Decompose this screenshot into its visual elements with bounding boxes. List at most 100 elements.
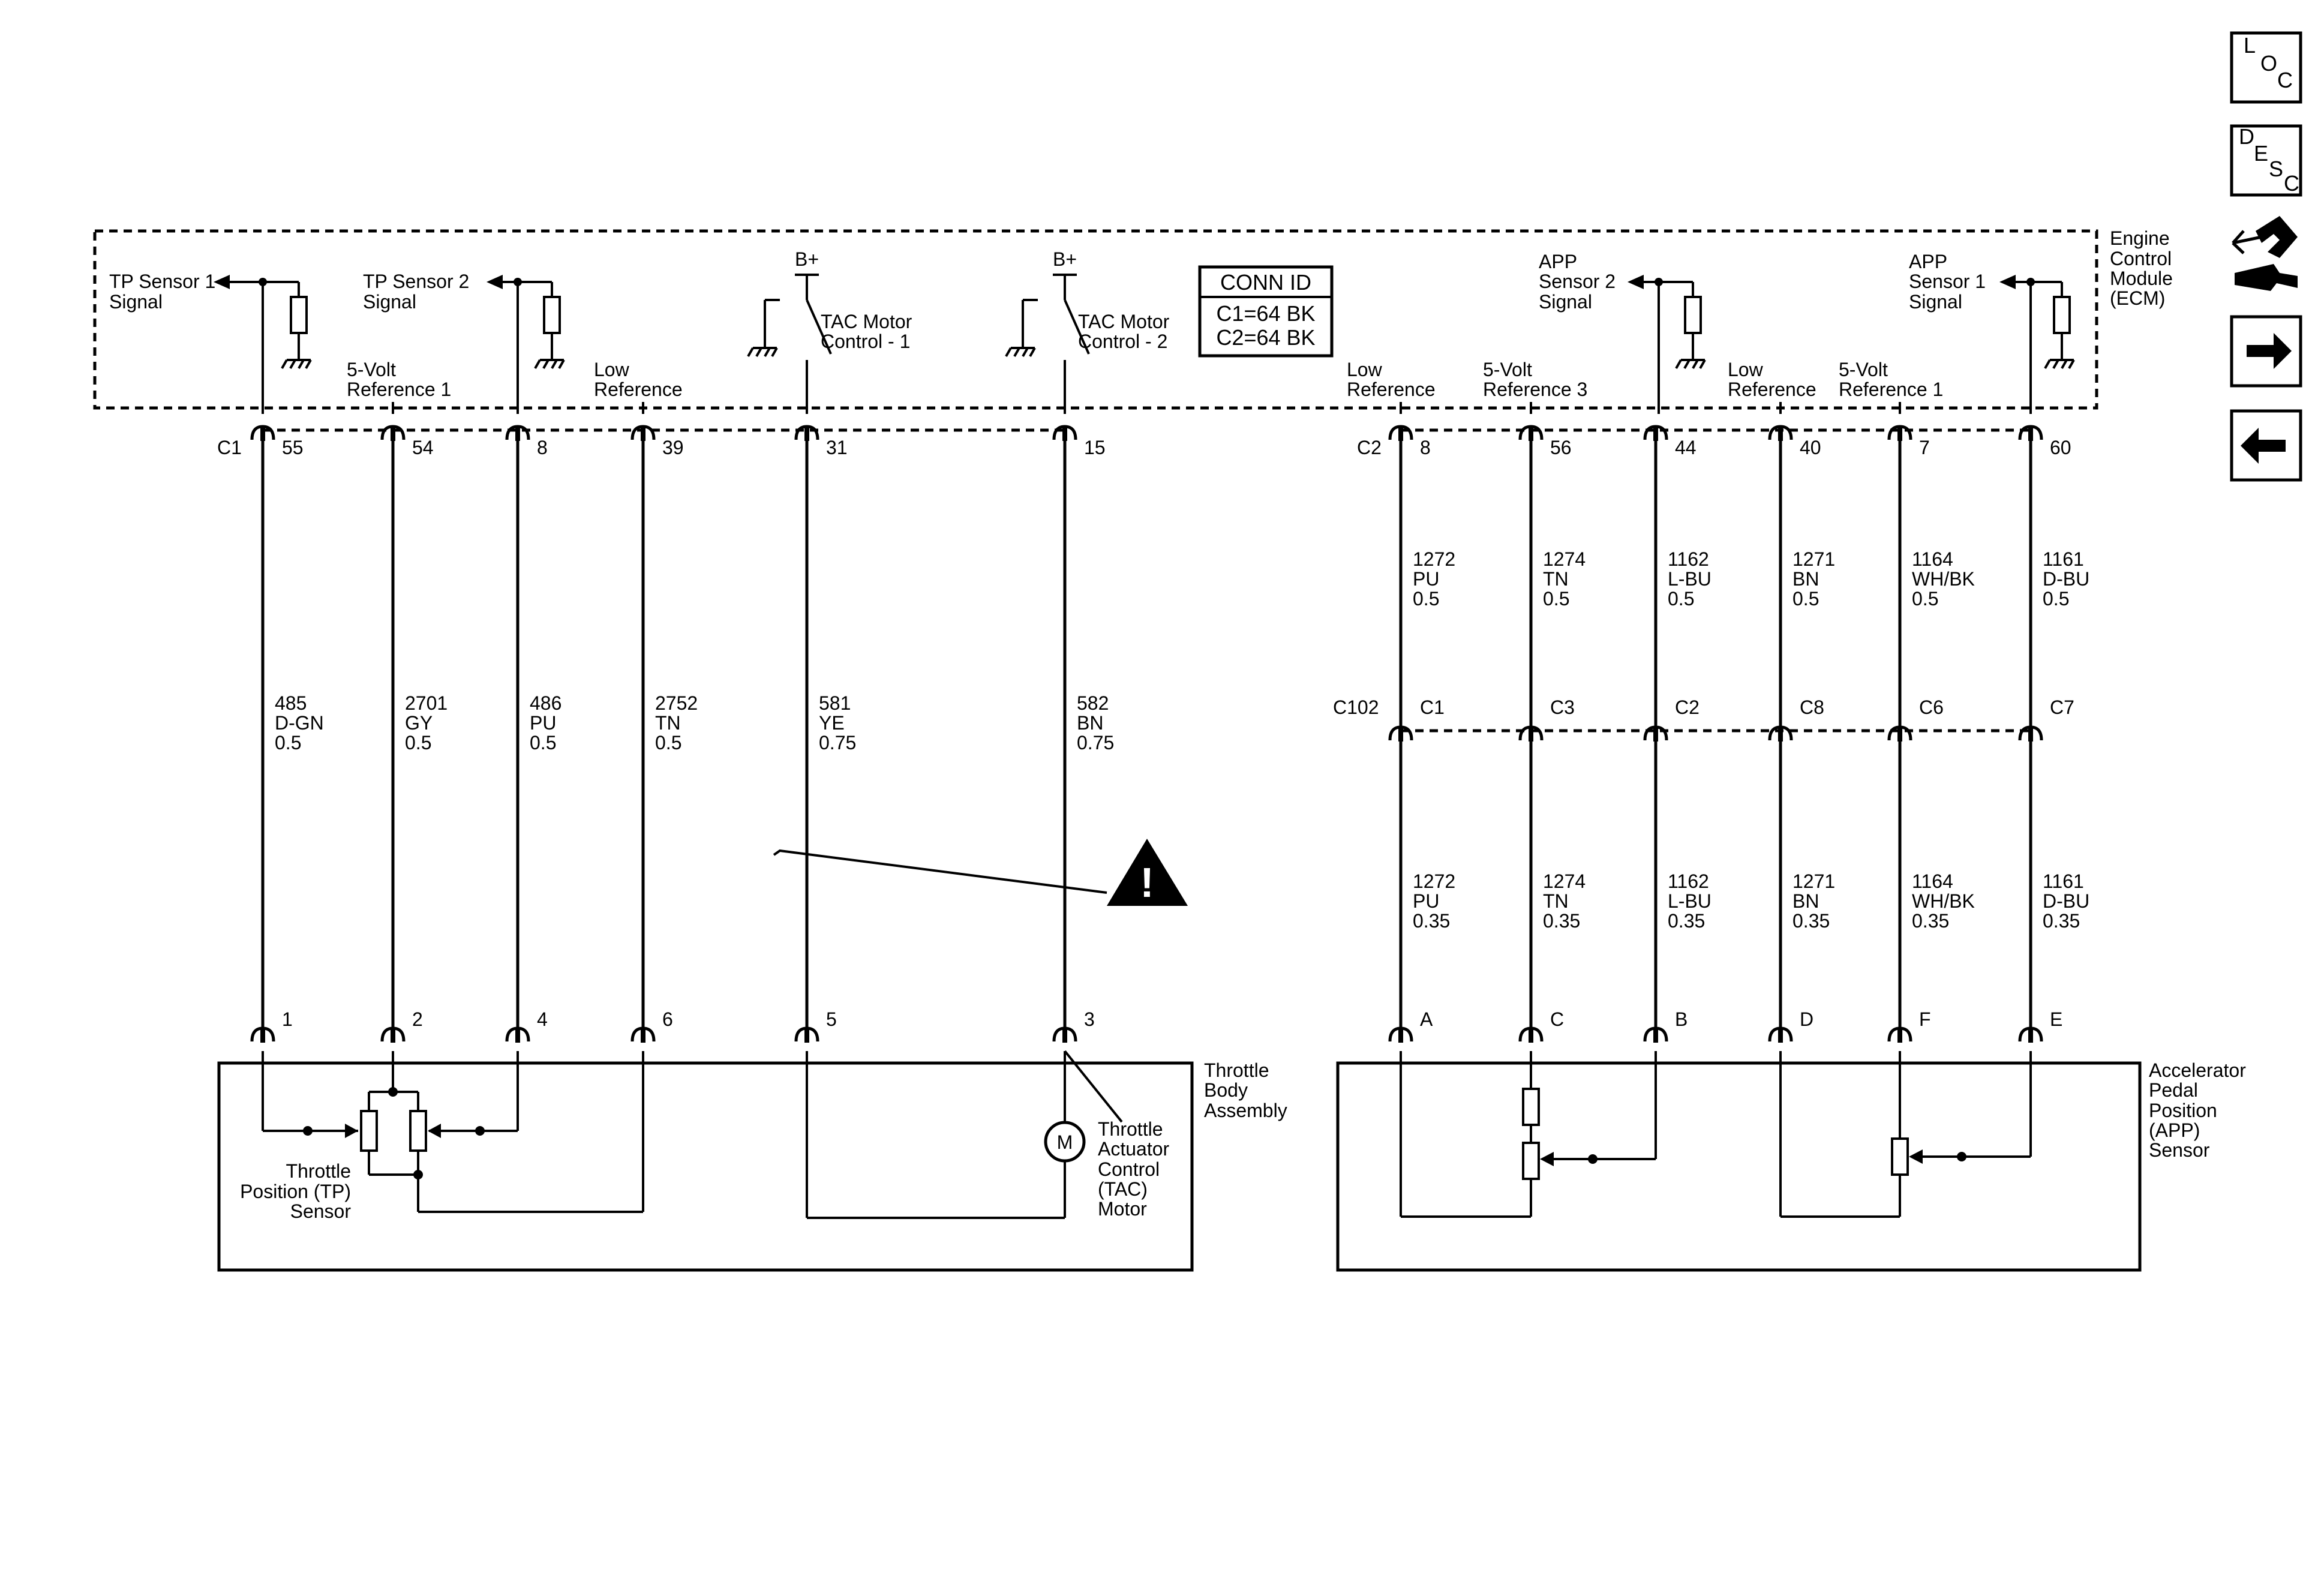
wire-lower-label-line: 1271 bbox=[1792, 870, 1835, 892]
nav-desc-button[interactable]: D E S C bbox=[2230, 124, 2302, 197]
c102-pin-C6-stub bbox=[1897, 727, 1902, 742]
svg-text:Actuator: Actuator bbox=[1098, 1138, 1170, 1160]
warning-callout[interactable]: ! bbox=[773, 839, 1188, 906]
tp-sensor-1-label: TP Sensor 1 Signal bbox=[109, 271, 215, 313]
wire-upper-label-line: 0.5 bbox=[1413, 588, 1439, 610]
ecm-c2-pin-7-stub bbox=[1897, 427, 1902, 441]
ecm-boundary bbox=[93, 229, 2098, 410]
low-ref-left-label: Low Reference bbox=[594, 359, 683, 400]
wire-label-line: 0.5 bbox=[275, 732, 301, 754]
svg-text:Throttle: Throttle bbox=[1098, 1118, 1163, 1140]
app-sensor-pin-B-stub bbox=[1653, 1028, 1658, 1043]
tp-sensor-1-signal-internal bbox=[214, 275, 312, 414]
b-plus-label-1: B+ bbox=[795, 248, 819, 270]
wire-upper-label-line: PU bbox=[1413, 568, 1439, 590]
svg-text:Control: Control bbox=[2110, 248, 2172, 269]
tac-motor-control-1-switch: B+ bbox=[747, 248, 832, 414]
wire-upper-label-line: 0.5 bbox=[1668, 588, 1694, 610]
ecm-c2-pin-number: 60 bbox=[2050, 437, 2071, 458]
c1-connector-label: C1 bbox=[217, 437, 242, 458]
wire-lower-label-line: TN bbox=[1543, 890, 1569, 912]
svg-text:Signal: Signal bbox=[363, 291, 416, 313]
wire-lower-label-line: WH/BK bbox=[1912, 890, 1975, 912]
wire-upper-label-line: 1161 bbox=[2043, 548, 2084, 570]
c102-pin-number: C6 bbox=[1919, 697, 1944, 718]
wire-label-line: 2752 bbox=[655, 692, 698, 714]
wire-upper-label-line: 0.5 bbox=[1543, 588, 1569, 610]
connector-tool-icon[interactable] bbox=[2232, 216, 2298, 291]
app-sensor-pin-D-stub bbox=[1778, 1028, 1783, 1043]
ecm-c2-pin-number: 40 bbox=[1800, 437, 1821, 458]
c2-connector-label: C2 bbox=[1357, 437, 1382, 458]
svg-text:Signal: Signal bbox=[1909, 291, 1962, 313]
wire-lower-label-line: L-BU bbox=[1668, 890, 1712, 912]
ecm-c1-pin-39-stub bbox=[641, 427, 645, 441]
wire-upper-label-line: WH/BK bbox=[1912, 568, 1975, 590]
nav-desc-letter-4: C bbox=[2284, 171, 2299, 196]
tac-motor-label: Throttle Actuator Control (TAC) Motor bbox=[1098, 1118, 1170, 1220]
svg-text:Assembly: Assembly bbox=[1204, 1100, 1287, 1121]
svg-text:Sensor 2: Sensor 2 bbox=[1539, 271, 1616, 292]
ecm-c2-pin-60-stub bbox=[2028, 427, 2033, 441]
wire-lower-label-line: 0.35 bbox=[2043, 910, 2080, 932]
app-sensor-pin-C-stub bbox=[1529, 1028, 1533, 1043]
app-sensor-pin-A-stub bbox=[1398, 1028, 1403, 1043]
tac-motor-control-2-label: TAC Motor Control - 2 bbox=[1078, 311, 1170, 352]
wire-lower-label-line: 1161 bbox=[2043, 870, 2084, 892]
wire-upper-label-line: D-BU bbox=[2043, 568, 2089, 590]
nav-desc-letter-2: E bbox=[2254, 141, 2268, 166]
svg-text:Sensor: Sensor bbox=[2149, 1139, 2210, 1161]
conn-id-table: CONN ID C1=64 BK C2=64 BK bbox=[1198, 265, 1334, 358]
app-sensor-1-signal-internal bbox=[1999, 275, 2075, 414]
wire-upper-label-line: L-BU bbox=[1668, 568, 1712, 590]
svg-text:C2=64 BK: C2=64 BK bbox=[1216, 325, 1315, 350]
throttle-body-assembly-label: Throttle Body Assembly bbox=[1204, 1059, 1287, 1121]
ecm-c2-pin-number: 8 bbox=[1420, 437, 1431, 458]
ecm-c2-pin-number: 7 bbox=[1919, 437, 1930, 458]
svg-text:Module: Module bbox=[2110, 268, 2173, 289]
svg-text:Body: Body bbox=[1204, 1079, 1248, 1101]
c102-pin-number: C1 bbox=[1420, 697, 1445, 718]
svg-text:Reference: Reference bbox=[594, 379, 683, 400]
svg-text:Reference: Reference bbox=[1728, 379, 1816, 400]
svg-text:Reference 1: Reference 1 bbox=[1839, 379, 1943, 400]
svg-text:C1=64 BK: C1=64 BK bbox=[1216, 301, 1315, 326]
ref-5v-1-right-label: 5-Volt Reference 1 bbox=[1839, 359, 1943, 400]
wire-lower-label-line: 1162 bbox=[1668, 870, 1709, 892]
wire-label-line: 485 bbox=[275, 692, 307, 714]
wire-label-line: PU bbox=[530, 712, 556, 734]
c102-pin-C3-stub bbox=[1529, 727, 1533, 742]
c102-pin-C7-stub bbox=[2028, 727, 2033, 742]
svg-text:APP: APP bbox=[1909, 251, 1947, 272]
svg-text:Signal: Signal bbox=[1539, 291, 1592, 313]
nav-loc-letter-3: C bbox=[2277, 68, 2293, 92]
ecm-c2-pin-44-stub bbox=[1653, 427, 1658, 441]
svg-text:Reference: Reference bbox=[1347, 379, 1436, 400]
app-sensor-circuit-1 bbox=[1400, 1051, 1657, 1218]
ecm-c1-pin-number: 55 bbox=[282, 437, 304, 458]
nav-loc-button[interactable]: L O C bbox=[2230, 31, 2302, 104]
app-sensor-1-label: APP Sensor 1 Signal bbox=[1909, 251, 1986, 313]
ecm-c1-pin-number: 31 bbox=[826, 437, 848, 458]
wire-lower-label-line: BN bbox=[1792, 890, 1819, 912]
ref-5v-3-label: 5-Volt Reference 3 bbox=[1483, 359, 1587, 400]
svg-text:Position (TP): Position (TP) bbox=[240, 1181, 351, 1202]
wire-label-line: 0.75 bbox=[1077, 732, 1114, 754]
c102-connector-label: C102 bbox=[1333, 697, 1379, 718]
svg-text:Control - 1: Control - 1 bbox=[821, 331, 910, 352]
wire-upper-label-line: 1271 bbox=[1792, 548, 1835, 570]
previous-page-button[interactable] bbox=[2230, 409, 2302, 482]
wire-label-line: D-GN bbox=[275, 712, 324, 734]
svg-text:APP: APP bbox=[1539, 251, 1577, 272]
ecm-name: Engine Control Module (ECM) bbox=[2110, 227, 2173, 309]
c102-pin-number: C8 bbox=[1800, 697, 1824, 718]
next-page-button[interactable] bbox=[2230, 315, 2302, 388]
wire-label-line: BN bbox=[1077, 712, 1103, 734]
wire-label-line: TN bbox=[655, 712, 681, 734]
throttle-body-pin-6-stub bbox=[641, 1028, 645, 1043]
tac-motor-control-2-switch: B+ bbox=[1005, 248, 1090, 414]
ecm-c1-pin-number: 15 bbox=[1084, 437, 1106, 458]
wire-lower-label-line: D-BU bbox=[2043, 890, 2089, 912]
app-sensor-label: Accelerator Pedal Position (APP) Sensor bbox=[2149, 1059, 2246, 1161]
wire-label-line: YE bbox=[819, 712, 845, 734]
